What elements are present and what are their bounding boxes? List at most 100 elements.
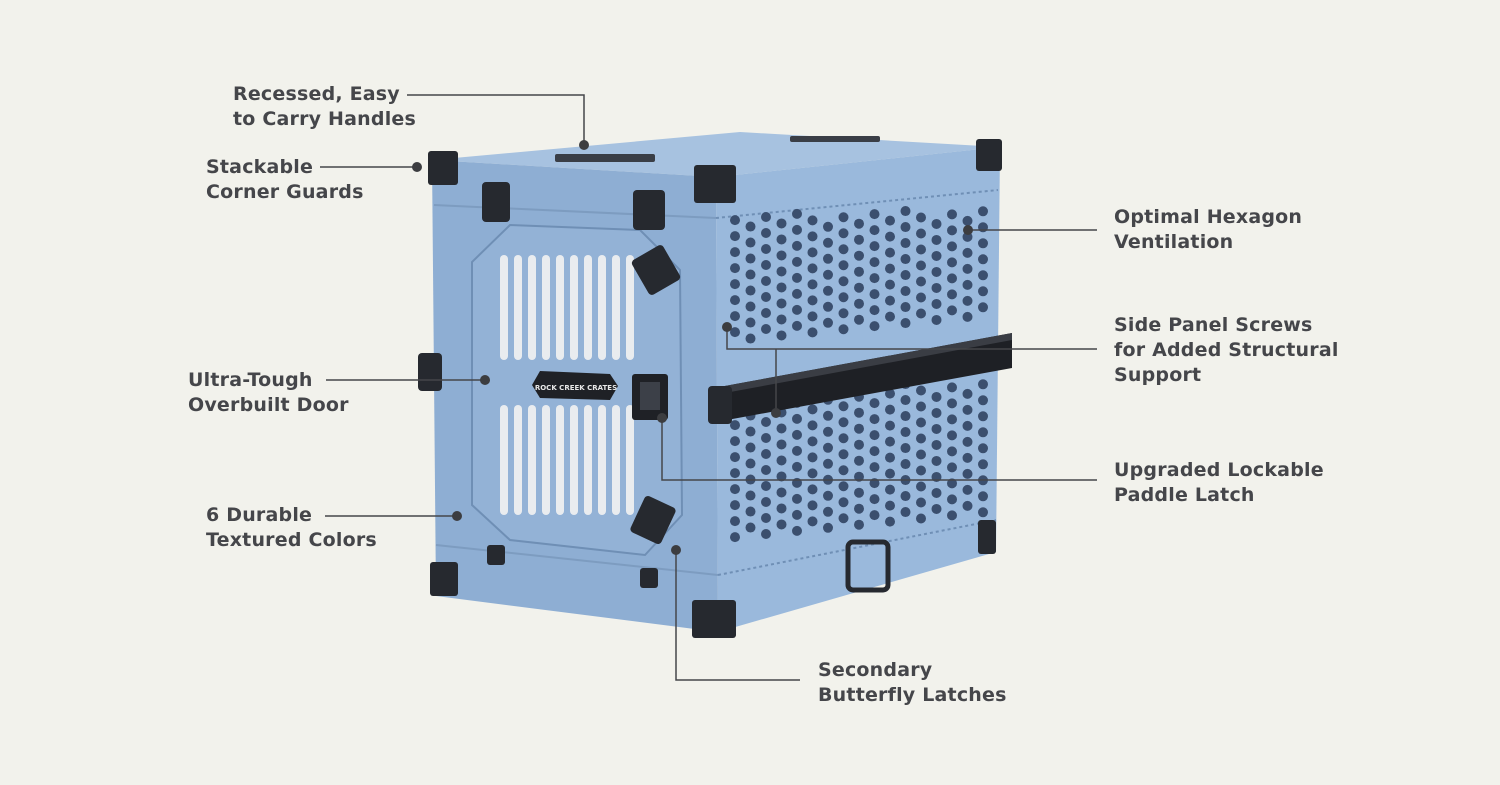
hex-vent [854, 250, 864, 261]
hex-vent [947, 494, 957, 505]
hex-vent [807, 516, 818, 527]
door-vent-slot [570, 405, 578, 515]
hex-vent [869, 305, 880, 316]
hex-vent [931, 391, 942, 402]
hex-vent [776, 487, 787, 498]
hex-vent [761, 260, 771, 270]
hex-vent [838, 276, 849, 287]
hex-vent [916, 401, 926, 412]
hex-vent [916, 292, 926, 303]
hex-vent [776, 330, 787, 341]
hex-vent [807, 263, 818, 274]
hex-vent [838, 260, 849, 271]
callout-text: Optimal Hexagon [1114, 206, 1303, 228]
hex-vent [978, 222, 988, 233]
callout-text: Recessed, Easy [233, 83, 400, 105]
door-vent-slot [612, 255, 620, 360]
hex-vent [854, 423, 864, 434]
hex-vent [869, 398, 880, 409]
hex-vent [978, 507, 988, 518]
hex-vent [916, 513, 926, 524]
hex-vent [854, 471, 864, 482]
hex-vent [947, 209, 957, 220]
hex-vent [776, 439, 787, 450]
door-vent-slot [542, 405, 550, 515]
hex-vent [885, 295, 895, 306]
hex-vent [745, 237, 756, 248]
hex-vent [916, 465, 926, 476]
hex-vent [947, 446, 957, 457]
hex-vent [931, 218, 942, 229]
hex-vent [916, 276, 926, 287]
hex-vent [978, 206, 988, 217]
hex-vent [823, 237, 833, 248]
hex-vent [900, 318, 911, 329]
hex-vent [962, 279, 973, 290]
hex-vent [931, 298, 942, 309]
hex-vent [931, 423, 942, 434]
hex-vent [761, 449, 771, 459]
hex-vent [885, 263, 895, 274]
hex-vent [900, 459, 911, 470]
door-vent-slot [556, 405, 564, 515]
hex-vent [978, 491, 988, 502]
callout-text: Textured Colors [206, 529, 377, 551]
hex-vent [792, 208, 802, 219]
hex-vent [947, 382, 957, 393]
hex-vent [885, 311, 895, 322]
hex-vent [730, 215, 740, 226]
hex-vent [730, 420, 740, 431]
callout-ventilation: Optimal Hexagon Ventilation [1114, 205, 1302, 255]
hex-vent [947, 225, 957, 236]
hex-vent [792, 272, 802, 283]
hex-vent [947, 257, 957, 268]
hex-vent [931, 282, 942, 293]
hex-vent [823, 426, 833, 437]
callout-text: 6 Durable [206, 504, 313, 526]
hex-vent [900, 491, 911, 502]
hex-vent [885, 247, 895, 258]
top-handle [555, 154, 655, 162]
hex-vent [931, 407, 942, 418]
hex-vent [745, 269, 756, 280]
hex-vent [900, 286, 911, 297]
hex-vent [792, 256, 802, 267]
hex-vent [745, 333, 756, 344]
hex-vent [900, 302, 911, 313]
callout-text: Stackable [206, 156, 314, 178]
hex-vent [730, 452, 740, 463]
hex-vent [745, 317, 756, 328]
callout-text: Corner Guards [206, 181, 364, 203]
door-vent-slot [514, 255, 522, 360]
hex-vent [776, 282, 787, 293]
hex-vent [916, 433, 926, 444]
hex-vent [792, 288, 802, 299]
hex-vent [900, 222, 911, 233]
hex-vent [885, 279, 895, 290]
hex-vent [947, 478, 957, 489]
door-vent-slot [542, 255, 550, 360]
hex-vent [962, 484, 973, 495]
hex-vent [854, 314, 864, 325]
hex-vent [776, 471, 787, 482]
hex-vent [978, 411, 988, 422]
corner-guards [428, 139, 1002, 638]
hex-vent [947, 289, 957, 300]
hex-vent [900, 270, 911, 281]
hex-vent [916, 308, 926, 319]
hex-vent [947, 414, 957, 425]
hex-vent [807, 247, 818, 258]
hex-vent [854, 519, 864, 530]
hex-vent [761, 481, 771, 491]
hex-vent [978, 254, 988, 265]
hex-vent [947, 462, 957, 473]
callout-handles: Recessed, Easy to Carry Handles [233, 82, 416, 132]
hex-vent [807, 420, 818, 431]
hex-vent [776, 455, 787, 466]
hex-vent [807, 452, 818, 463]
hex-vent [885, 388, 895, 399]
hex-vent [823, 285, 833, 296]
hex-vent [838, 481, 849, 492]
hex-vent [823, 253, 833, 264]
callout-door: Ultra-Tough Overbuilt Door [188, 368, 349, 418]
